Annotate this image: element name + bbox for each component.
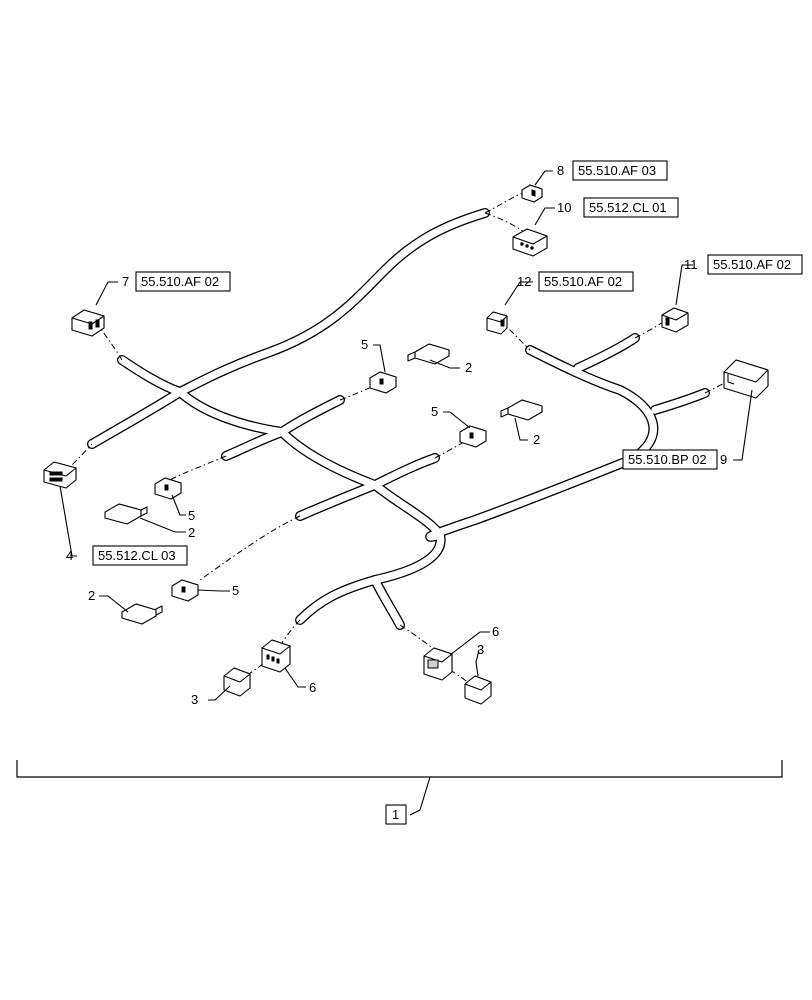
callout-2-lower: 2 <box>88 588 95 603</box>
assembly-bracket <box>16 760 783 816</box>
relay-socket-6-left <box>261 639 291 673</box>
callout-2-upper: 2 <box>465 360 472 375</box>
callout-1: 1 <box>392 807 399 822</box>
callout-12: 12 <box>517 274 531 289</box>
splice-5-upper <box>369 371 397 394</box>
cap-2-middle <box>500 399 543 421</box>
ref-9: 55.510.BP 02 <box>628 452 707 467</box>
ref-7: 55.510.AF 02 <box>141 274 219 289</box>
ref-4: 55.512.CL 03 <box>98 548 176 563</box>
callout-2-middle: 2 <box>533 432 540 447</box>
ref-11: 55.510.AF 02 <box>713 257 791 272</box>
reference-boxes: 55.510.AF 03 55.512.CL 01 55.510.AF 02 5… <box>92 160 803 825</box>
cap-2-left <box>104 503 148 525</box>
callout-9: 9 <box>720 452 727 467</box>
callout-8: 8 <box>557 163 564 178</box>
connector-4 <box>43 461 77 489</box>
splice-5-left <box>154 477 182 500</box>
callout-4: 4 <box>66 548 73 563</box>
callout-6-left: 6 <box>309 680 316 695</box>
splice-5-lower <box>171 579 199 602</box>
ref-12: 55.510.AF 02 <box>544 274 622 289</box>
callout-10: 10 <box>557 200 571 215</box>
connector-11 <box>661 307 689 333</box>
cap-2-upper <box>407 343 450 365</box>
callout-3-right: 3 <box>477 642 484 657</box>
wire-harness <box>87 208 710 630</box>
callout-5-upper: 5 <box>361 337 368 352</box>
connector-7 <box>71 309 105 337</box>
callout-2-left: 2 <box>188 525 195 540</box>
callout-3-left: 3 <box>191 692 198 707</box>
relay-3-right <box>464 675 492 705</box>
cap-2-lower <box>121 603 163 625</box>
callout-7: 7 <box>122 274 129 289</box>
callout-5-middle: 5 <box>431 404 438 419</box>
connector-8 <box>521 184 543 203</box>
callout-5-left: 5 <box>188 508 195 523</box>
callout-labels: 8 10 7 12 11 5 2 5 2 5 2 2 5 3 6 6 3 9 4 <box>66 163 727 707</box>
splice-5-middle <box>459 425 487 448</box>
connector-12 <box>486 311 508 335</box>
callout-6-right: 6 <box>492 624 499 639</box>
callout-11: 11 <box>684 257 698 272</box>
leader-lines <box>59 170 753 701</box>
connector-9 <box>723 359 769 399</box>
connector-10 <box>512 228 548 257</box>
callout-5-lower: 5 <box>232 583 239 598</box>
ref-10: 55.512.CL 01 <box>589 200 667 215</box>
relay-socket-6-right <box>423 647 453 681</box>
ref-8: 55.510.AF 03 <box>578 163 656 178</box>
relay-3-left <box>223 667 251 697</box>
